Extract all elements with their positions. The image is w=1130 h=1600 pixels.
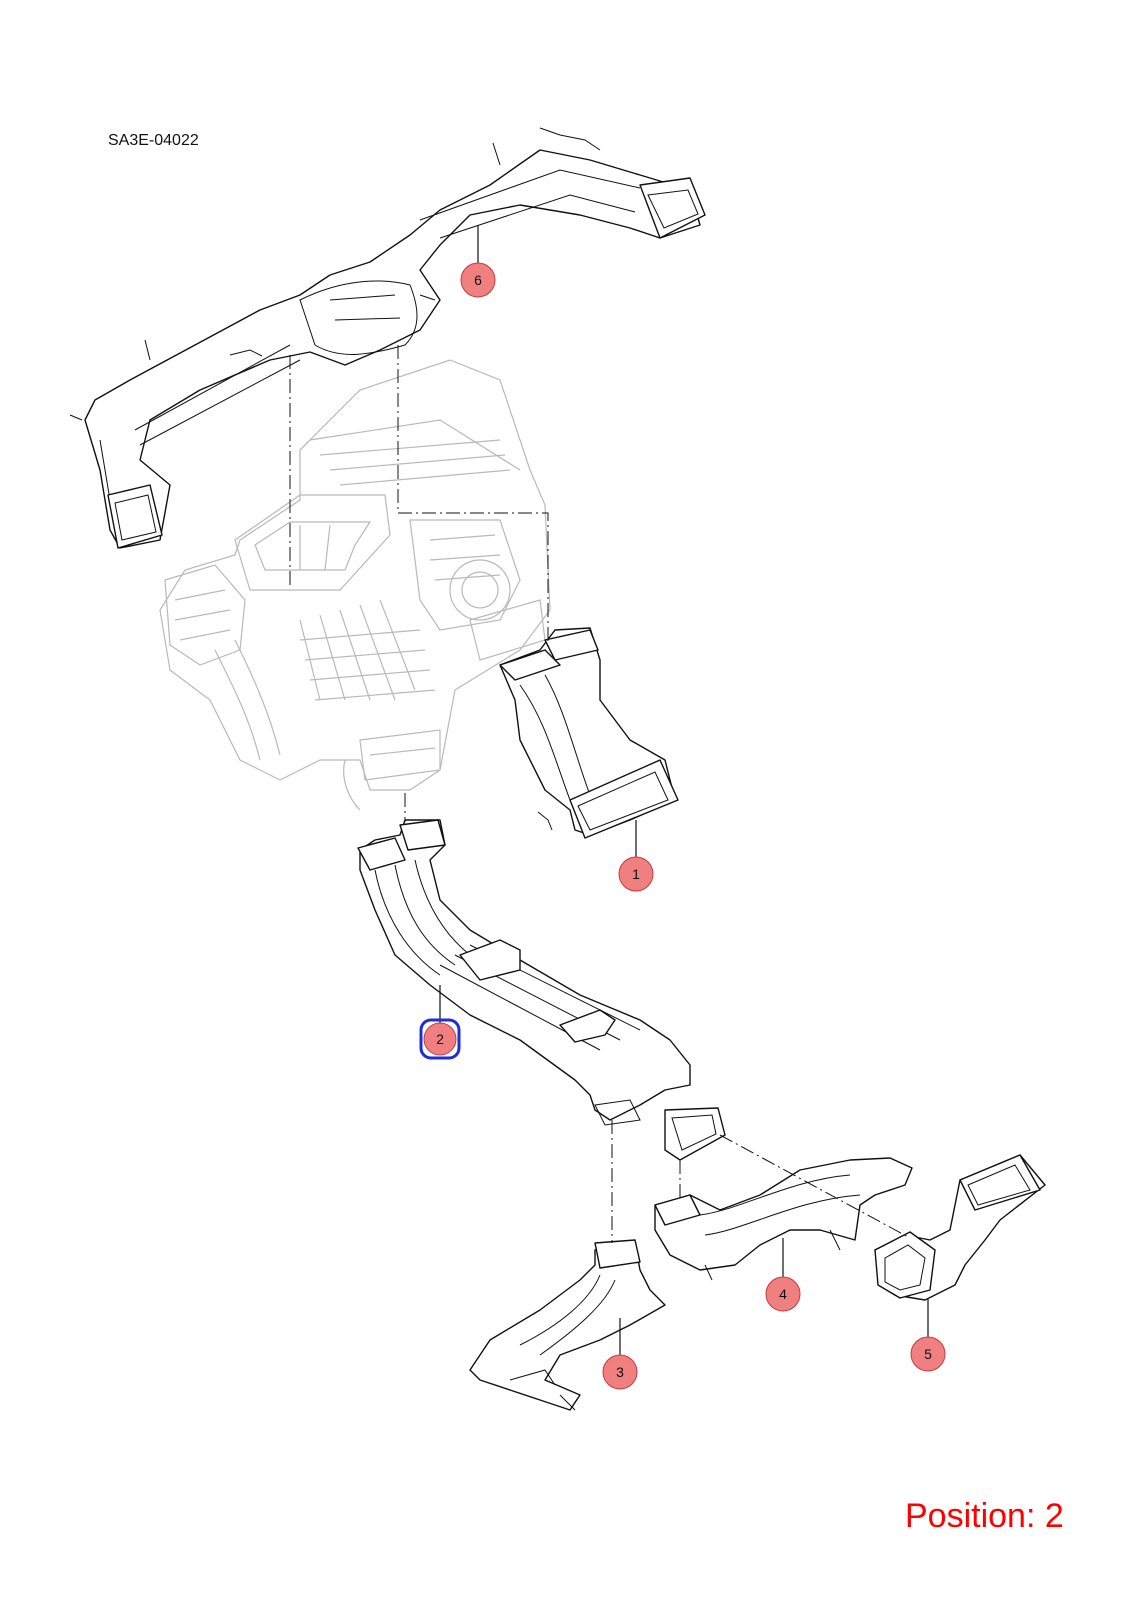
callout-1-label: 1 (632, 866, 640, 882)
part-5-rear-vent[interactable] (874, 1154, 1046, 1301)
hvac-unit-ghost (159, 359, 551, 811)
assembly-lines (289, 345, 911, 1243)
position-indicator: Position: 2 (905, 1497, 1064, 1535)
callout-6[interactable]: 6 (460, 262, 496, 298)
callout-3-label: 3 (616, 1364, 624, 1380)
selection-highlight (419, 1018, 461, 1060)
part-1-side-duct[interactable] (499, 627, 679, 839)
callout-5-label: 5 (924, 1346, 932, 1362)
part-3-rear-duct[interactable] (469, 1239, 666, 1411)
callout-4[interactable]: 4 (765, 1276, 801, 1312)
callout-2[interactable]: 2 (419, 1018, 461, 1060)
callout-5[interactable]: 5 (910, 1336, 946, 1372)
callout-3[interactable]: 3 (602, 1354, 638, 1390)
callout-6-label: 6 (474, 272, 482, 288)
part-6-upper-duct[interactable] (69, 127, 706, 549)
part-2-floor-duct[interactable] (357, 819, 726, 1161)
callout-1[interactable]: 1 (618, 856, 654, 892)
drawing-code: SA3E-04022 (108, 132, 199, 149)
part-4-floor-duct[interactable] (654, 1157, 913, 1281)
callout-2-label: 2 (436, 1031, 444, 1047)
callout-4-label: 4 (779, 1286, 787, 1302)
